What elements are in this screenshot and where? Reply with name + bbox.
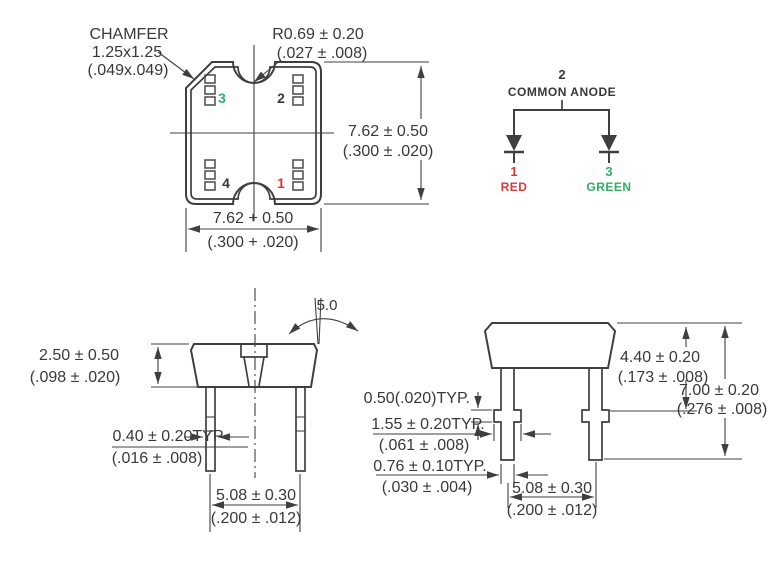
pad — [292, 96, 304, 106]
green-label: GREEN — [586, 180, 631, 194]
lead-thickness-dimension: 0.76 ± 0.10TYP. (.030 ± .004) — [373, 458, 548, 496]
top-view: 3 2 4 1 CHAMFER 1.25x1.25 (.049x.049) R0… — [88, 26, 434, 252]
body-height-inch: (.173 ± .008) — [618, 369, 709, 386]
pad — [204, 96, 216, 106]
body-height-mm: 2.50 ± 0.50 — [39, 347, 119, 364]
body-height-inch: (.098 ± .020) — [30, 369, 121, 386]
body-height-dimension: 2.50 ± 0.50 (.098 ± .020) — [30, 343, 197, 388]
tab-width-mm: 1.55 ± 0.20TYP. — [371, 416, 484, 433]
radius-note: R0.69 ± 0.20 (.027 ± .008) — [253, 26, 368, 83]
pin-label-4: 4 — [222, 175, 230, 191]
standoff-label: 0.50(.020)TYP. — [364, 390, 470, 407]
lead-width-mm: 0.40 ± 0.20TYP — [112, 428, 223, 445]
angle-arc — [288, 318, 359, 335]
radius-leader-arrow — [253, 59, 282, 83]
lead-pitch-dimension: 5.08 ± 0.30 (.200 ± .012) — [507, 462, 598, 519]
anode-pin-number: 2 — [558, 67, 565, 82]
body-outline — [189, 343, 319, 388]
top-view-width-dimension: 7.62 + 0.50 (.300 + .020) — [185, 208, 322, 252]
red-pin-number: 1 — [510, 164, 517, 179]
body-height-mm: 4.40 ± 0.20 — [620, 349, 700, 366]
total-height-inch: (.276 ± .008) — [677, 401, 768, 418]
pad — [292, 170, 304, 180]
body-outline — [483, 322, 617, 369]
radius-note-line1: R0.69 ± 0.20 — [272, 26, 364, 43]
lead-right — [581, 368, 610, 461]
top-view-height-dimension: 7.62 ± 0.50 (.300 ± .020) — [324, 61, 434, 205]
lead-thickness-mm: 0.76 ± 0.10TYP. — [373, 458, 486, 475]
diode-red — [504, 135, 524, 163]
chamfer-note-line3: (.049x.049) — [88, 62, 169, 79]
pad — [292, 85, 304, 95]
red-label: RED — [501, 180, 528, 194]
green-pin-number: 3 — [605, 164, 612, 179]
height-dim-inch: (.300 ± .020) — [343, 143, 434, 160]
lead-width-dimension: 0.40 ± 0.20TYP (.016 ± .008) — [112, 428, 249, 467]
lead-pitch-dimension: 5.08 ± 0.30 (.200 ± .012) — [209, 474, 302, 532]
chamfer-note: CHAMFER 1.25x1.25 (.049x.049) — [88, 26, 195, 80]
total-height-dimension: 7.00 ± 0.20 (.276 ± .008) — [604, 322, 768, 460]
lead-left — [205, 386, 216, 472]
pin-label-1: 1 — [277, 175, 285, 191]
pad — [292, 159, 304, 169]
radius-note-line2: (.027 ± .008) — [277, 45, 368, 62]
lead-thickness-inch: (.030 ± .004) — [382, 479, 473, 496]
center-notch — [240, 344, 268, 358]
mold-line — [258, 356, 265, 387]
standoff-dimension: 0.50(.020)TYP. — [364, 390, 492, 440]
diode-green — [599, 135, 619, 163]
lead-pitch-inch: (.200 ± .012) — [507, 502, 598, 519]
lead-pitch-mm: 5.08 ± 0.30 — [512, 480, 592, 497]
tab-width-inch: (.061 ± .008) — [379, 437, 470, 454]
side-view: 5.0 2.50 ± 0.50 (.098 ± .020) 0.40 ± 0.2… — [30, 288, 359, 532]
lead-width-inch: (.016 ± .008) — [112, 450, 203, 467]
angle-reference-line — [318, 297, 322, 345]
front-view: 0.50(.020)TYP. 1.55 ± 0.20TYP. (.061 ± .… — [364, 322, 768, 519]
anode-bus — [513, 109, 610, 135]
height-dim-mm: 7.62 ± 0.50 — [348, 123, 428, 140]
chamfer-note-line1: CHAMFER — [89, 26, 168, 43]
pad — [292, 74, 304, 84]
draft-angle-dimension: 5.0 — [288, 297, 359, 345]
lead-left — [493, 368, 522, 461]
lead-pitch-mm: 5.08 ± 0.30 — [216, 487, 296, 504]
lead-pitch-inch: (.200 ± .012) — [211, 510, 302, 527]
schematic: 2 COMMON ANODE 1 RED 3 GREEN — [501, 67, 632, 194]
common-anode-label: COMMON ANODE — [508, 85, 616, 99]
chamfer-leader-arrow — [157, 51, 195, 80]
terminal-pads — [204, 74, 304, 191]
tab-width-dimension: 1.55 ± 0.20TYP. (.061 ± .008) — [371, 416, 551, 454]
width-dim-inch: (.300 + .020) — [207, 234, 298, 251]
pad — [204, 170, 216, 180]
lead-right — [295, 386, 306, 472]
pin-label-3: 3 — [218, 90, 226, 106]
angle-value: 5.0 — [317, 297, 338, 314]
leads — [205, 386, 306, 472]
diode-triangle — [506, 135, 522, 151]
pad — [204, 85, 216, 95]
pad — [292, 181, 304, 191]
body-height-dimension: 4.40 ± 0.20 (.173 ± .008) — [610, 327, 709, 412]
angle-reference-line — [314, 297, 319, 345]
pad — [204, 181, 216, 191]
total-height-mm: 7.00 ± 0.20 — [679, 382, 759, 399]
diode-triangle — [601, 135, 617, 151]
chamfer-note-line2: 1.25x1.25 — [92, 44, 162, 61]
pad — [204, 159, 216, 169]
pad — [204, 74, 216, 84]
pin-label-2: 2 — [277, 90, 285, 106]
mold-line — [243, 356, 250, 387]
width-dim-mm: 7.62 + 0.50 — [213, 210, 294, 227]
